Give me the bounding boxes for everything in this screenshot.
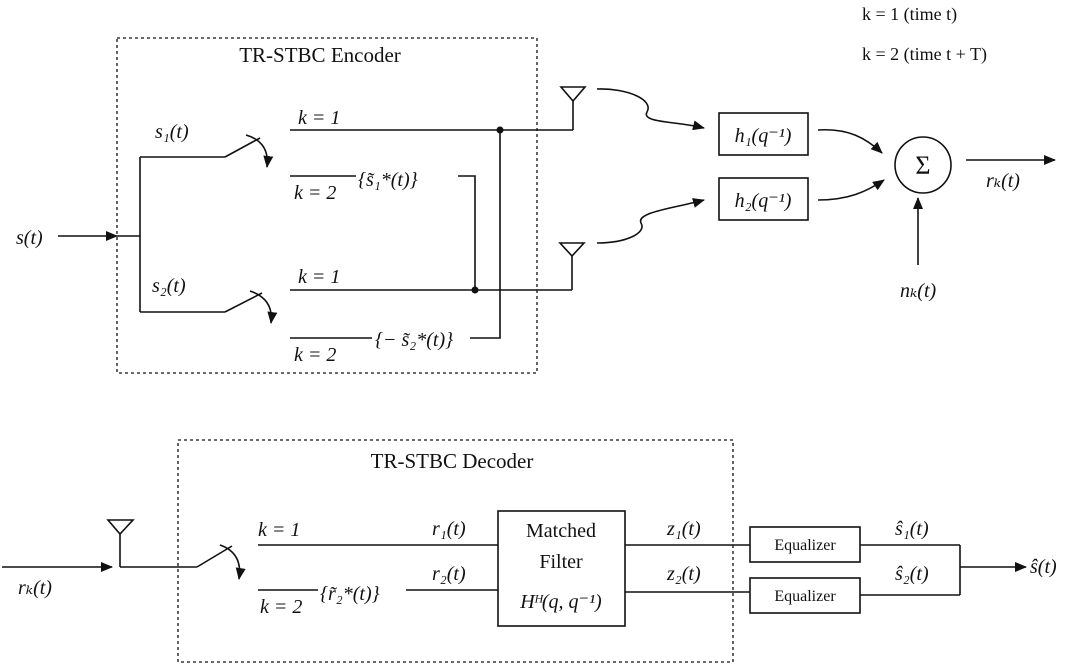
received-signal-label: rₖ(t) [986,170,1020,192]
branch1-k2-label: k = 2 [294,182,336,204]
encoder-input-label: s(t) [16,227,43,249]
summing-symbol: Σ [915,151,930,180]
decoder-switch-blade [196,545,233,568]
decoder-r2-label: r₂(t) [432,563,466,585]
branch2-k2-route [470,130,501,339]
s-hat-1-label: ŝ₁(t) [895,518,929,540]
z1-label: z₁(t) [666,518,701,540]
decoder-switch-arrow [219,544,246,580]
h2-to-sum-arrow [817,179,885,201]
branch2-signal-label: s₂(t) [152,275,186,297]
transmit-antenna-2-icon [558,242,586,290]
branch1-operation-label: {s̃₁*(t)} [358,169,418,191]
branch2-switch-blade [224,292,263,313]
equalizer-2-label: Equalizer [774,588,836,605]
branch2-k2-label: k = 2 [294,344,336,366]
channel-1-wave-arrow [596,88,705,131]
branch1-k1-label: k = 1 [298,107,340,129]
encoder-block: TR-STBC Encoder s(t) s₁(t) k = 1 k = 2 {… [16,37,573,374]
branch1-switch-blade [224,137,261,158]
h1-to-sum-arrow [817,128,883,154]
transmit-antenna-1-icon [559,86,587,130]
matched-filter-line1: Matched [526,520,596,542]
decoder-output-label: ŝ(t) [1030,556,1057,578]
s-hat-2-label: ŝ₂(t) [895,563,929,585]
antenna-2-head [558,242,586,258]
channel-h2-label: h₂(q⁻¹) [735,190,792,212]
channel-h2-box [718,177,809,221]
channel-2-wave-arrow [596,198,705,244]
receive-antenna-icon [106,519,135,567]
branch1-signal-label: s₁(t) [155,121,189,143]
z2-label: z₂(t) [666,563,701,585]
decoder-k1-label: k = 1 [258,519,300,541]
equalizer-1-label: Equalizer [774,537,836,554]
branch1-switch-arrow [245,134,274,168]
decoder-block: TR-STBC Decoder rₖ(t) k = 1 r₁(t) k = 2 … [2,439,750,663]
branch2-operation-label: {− s̃₂*(t)} [375,329,453,351]
legend-k2-label: k = 2 (time t + T) [862,44,987,65]
legend-k1-label: k = 1 (time t) [862,4,957,25]
noise-label: nₖ(t) [900,280,937,302]
junction-dot-lower [471,286,479,294]
decoder-dashed-frame [177,439,734,663]
summing-junction [894,136,952,194]
branch2-switch-arrow [249,290,278,324]
decoder-title: TR-STBC Decoder [371,449,534,473]
decoder-k2-label: k = 2 [260,596,302,618]
decoder-r1-label: r₁(t) [432,518,466,540]
matched-filter-line2: Filter [539,551,583,573]
decoder-operation-label: {r̃₂*(t)} [320,583,380,605]
matched-filter-box [497,510,626,627]
receive-antenna-head [106,519,135,536]
channel-h1-box [718,112,809,156]
encoder-dashed-frame [116,37,538,374]
matched-filter-transfer: Hᴴ(q, q⁻¹) [519,591,602,613]
branch1-k2-route [458,175,476,290]
decoder-input-label: rₖ(t) [18,577,52,599]
channel-h1-label: h₁(q⁻¹) [735,125,792,147]
encoder-title: TR-STBC Encoder [239,43,401,67]
antenna-1-head [559,86,587,103]
branch2-k1-label: k = 1 [298,266,340,288]
